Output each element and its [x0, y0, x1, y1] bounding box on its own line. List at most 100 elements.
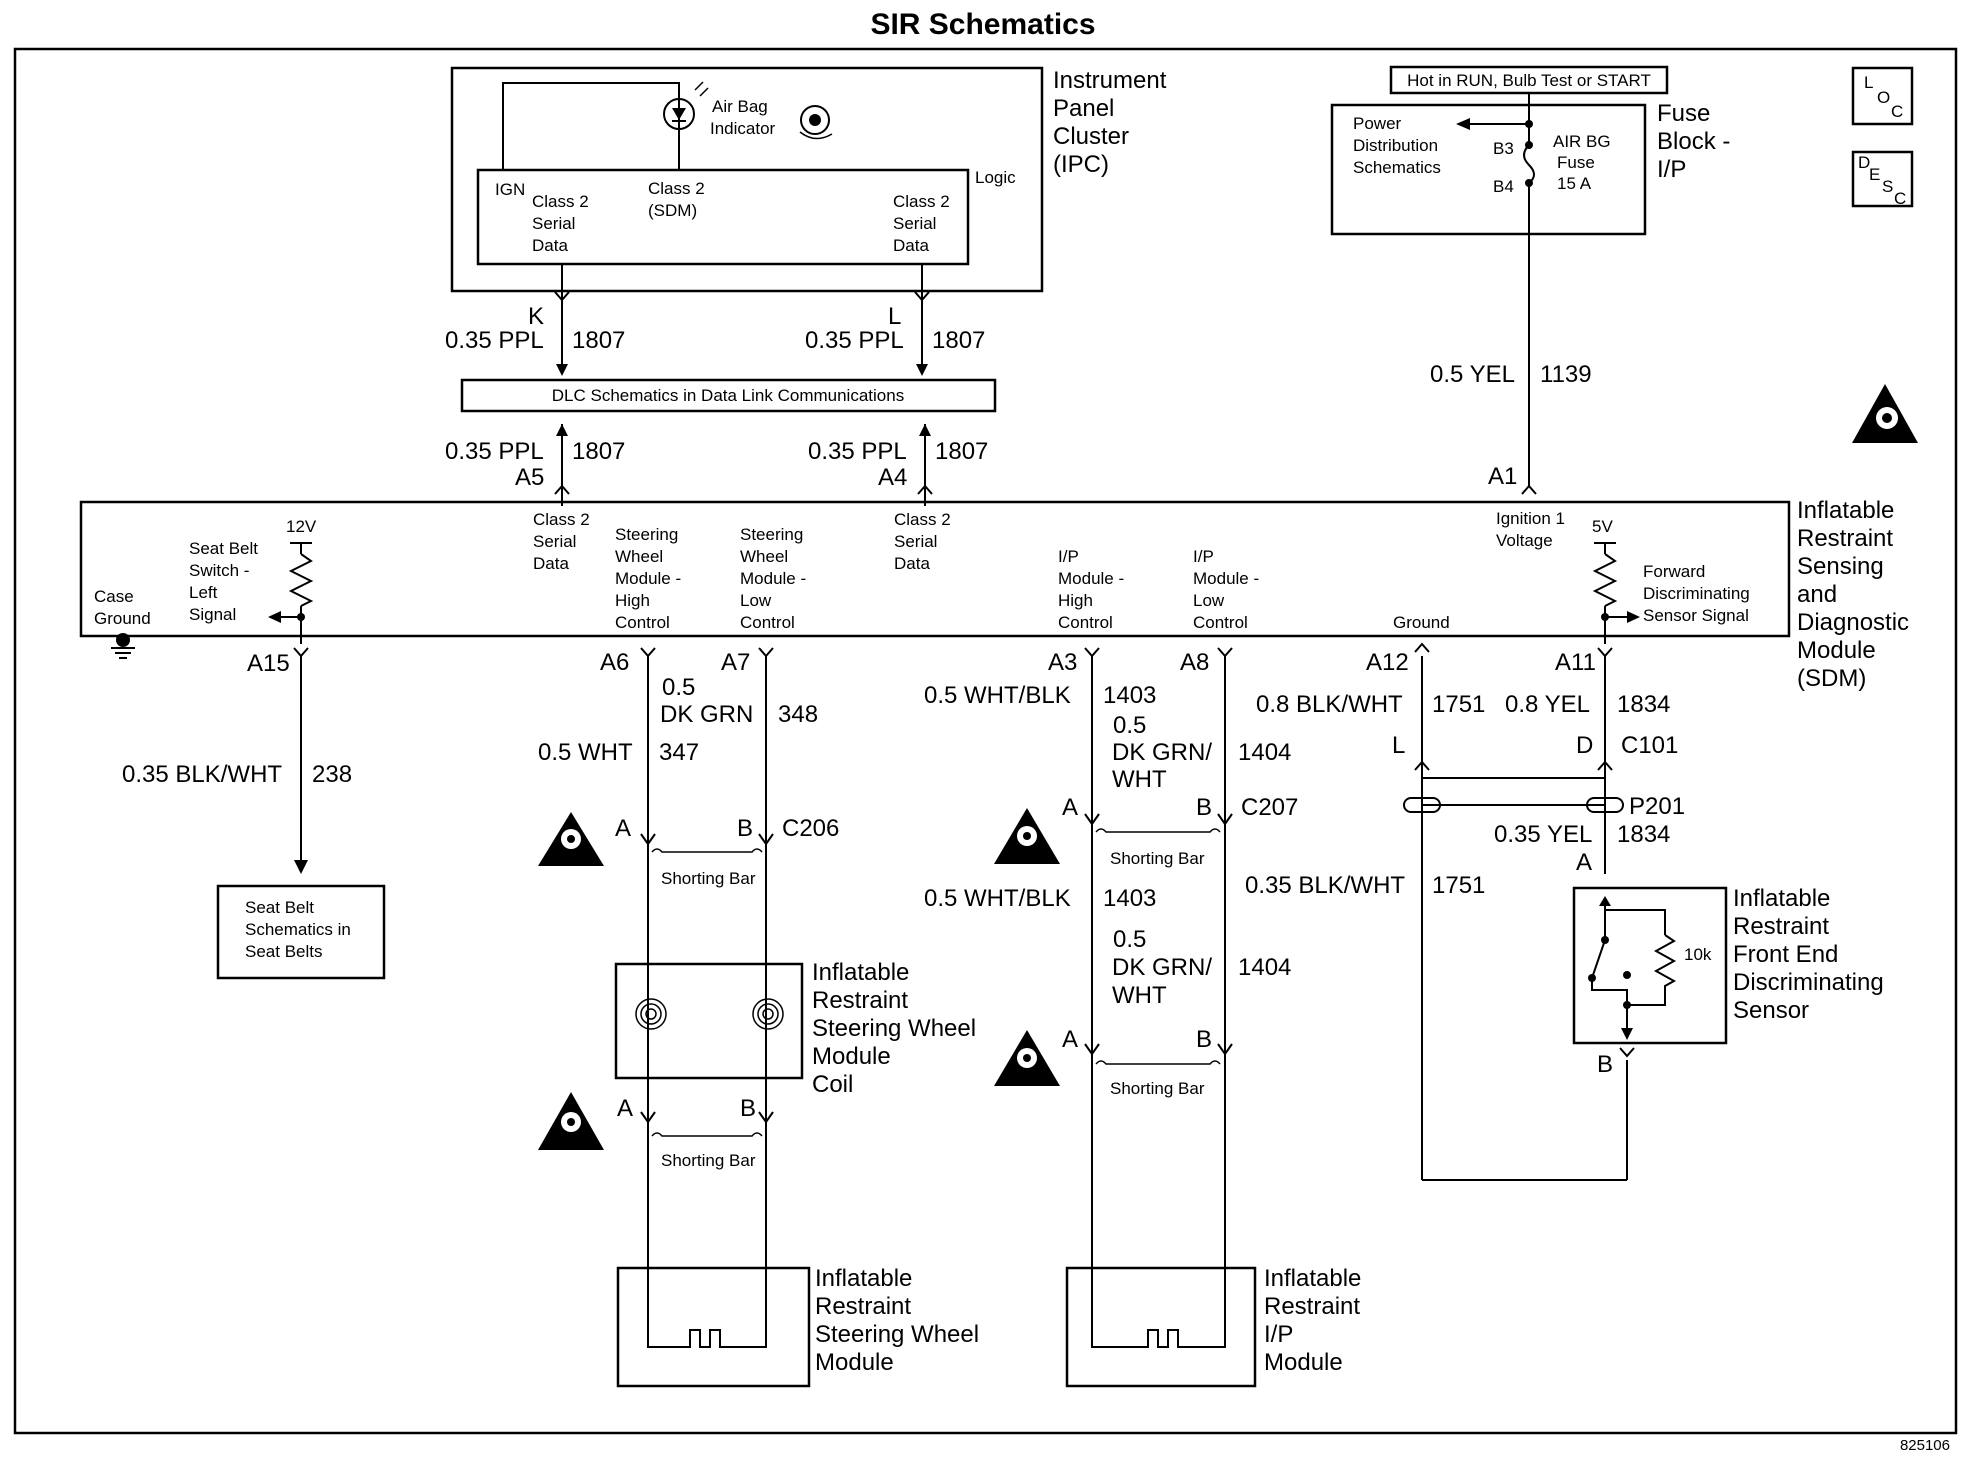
loc-icon: L O C: [1851, 66, 1914, 126]
svg-text:Instrument: Instrument: [1053, 67, 1167, 94]
svg-text:Block -: Block -: [1657, 128, 1730, 155]
svg-text:0.35 YEL: 0.35 YEL: [1494, 821, 1592, 848]
svg-text:347: 347: [659, 739, 699, 766]
svg-text:WHT: WHT: [1112, 766, 1167, 793]
svg-text:Fuse: Fuse: [1557, 153, 1595, 172]
svg-text:Data: Data: [533, 554, 569, 573]
svg-text:1807: 1807: [572, 438, 625, 465]
svg-text:Data: Data: [893, 236, 929, 255]
svg-text:0.5: 0.5: [1113, 712, 1146, 739]
svg-text:Signal: Signal: [189, 605, 236, 624]
svg-text:Class 2: Class 2: [532, 192, 589, 211]
svg-text:0.5: 0.5: [662, 674, 695, 701]
svg-text:Inflatable: Inflatable: [1264, 1265, 1361, 1292]
svg-text:Logic: Logic: [975, 168, 1016, 187]
svg-text:A15: A15: [247, 650, 290, 677]
svg-text:D: D: [1858, 153, 1870, 172]
svg-text:B: B: [740, 1095, 756, 1122]
svg-text:Data: Data: [532, 236, 568, 255]
svg-text:Steering: Steering: [615, 525, 678, 544]
svg-text:Ground: Ground: [94, 609, 151, 628]
svg-text:Module: Module: [815, 1349, 894, 1376]
svg-text:DK GRN/: DK GRN/: [1112, 739, 1212, 766]
svg-text:P201: P201: [1629, 793, 1685, 820]
svg-text:B3: B3: [1493, 139, 1514, 158]
class2-wires-upper: K 0.35 PPL 1807 L 0.35 PPL 1807: [445, 264, 985, 376]
svg-text:Steering Wheel: Steering Wheel: [815, 1321, 979, 1348]
svg-text:A: A: [1062, 794, 1078, 821]
svg-text:Restraint: Restraint: [1797, 525, 1893, 552]
svg-text:0.5 WHT: 0.5 WHT: [538, 739, 633, 766]
svg-text:E: E: [1869, 165, 1880, 184]
svg-text:L: L: [888, 303, 901, 330]
svg-text:B: B: [1196, 794, 1212, 821]
svg-text:Seat Belt: Seat Belt: [245, 898, 314, 917]
svg-text:D: D: [1576, 732, 1593, 759]
class2-wires-lower: 0.35 PPL 1807 A5 0.35 PPL 1807 A4: [445, 424, 988, 506]
svg-text:Voltage: Voltage: [1496, 531, 1553, 550]
warning-icon: [994, 1030, 1060, 1086]
steering-wheel-circuit: 0.5 DK GRN 348 0.5 WHT 347 A B C206 Shor…: [538, 656, 979, 1388]
svg-text:1403: 1403: [1103, 885, 1156, 912]
svg-text:O: O: [1877, 88, 1890, 107]
svg-text:DK GRN/: DK GRN/: [1112, 954, 1212, 981]
svg-text:A8: A8: [1180, 649, 1209, 676]
svg-text:Cluster: Cluster: [1053, 123, 1129, 150]
svg-text:C: C: [1891, 102, 1903, 121]
svg-text:Class 2: Class 2: [648, 179, 705, 198]
svg-text:Case: Case: [94, 587, 134, 606]
warning-icon: [538, 1092, 604, 1150]
svg-text:1834: 1834: [1617, 821, 1670, 848]
svg-text:(IPC): (IPC): [1053, 151, 1109, 178]
fuse-block: Hot in RUN, Bulb Test or START Power Dis…: [1330, 65, 1730, 495]
svg-text:Class 2: Class 2: [894, 510, 951, 529]
svg-text:1751: 1751: [1432, 872, 1485, 899]
svg-text:5V: 5V: [1592, 517, 1613, 536]
svg-text:and: and: [1797, 581, 1837, 608]
svg-text:S: S: [1882, 177, 1893, 196]
svg-text:Module: Module: [1264, 1349, 1343, 1376]
svg-text:238: 238: [312, 761, 352, 788]
svg-text:Control: Control: [1193, 613, 1248, 632]
svg-text:Module -: Module -: [1193, 569, 1259, 588]
svg-text:B: B: [737, 815, 753, 842]
svg-text:Front End: Front End: [1733, 941, 1838, 968]
svg-text:Module -: Module -: [1058, 569, 1124, 588]
svg-text:Ignition 1: Ignition 1: [1496, 509, 1565, 528]
svg-text:Class 2: Class 2: [893, 192, 950, 211]
svg-text:1751: 1751: [1432, 691, 1485, 718]
svg-text:Seat Belts: Seat Belts: [245, 942, 323, 961]
warning-icon: [994, 808, 1060, 864]
svg-text:A6: A6: [600, 649, 629, 676]
svg-text:Wheel: Wheel: [615, 547, 663, 566]
svg-text:Schematics: Schematics: [1353, 158, 1441, 177]
svg-text:Restraint: Restraint: [815, 1293, 911, 1320]
svg-text:I/P: I/P: [1657, 156, 1686, 183]
svg-text:A: A: [617, 1095, 633, 1122]
svg-text:I/P: I/P: [1058, 547, 1079, 566]
svg-text:1834: 1834: [1617, 691, 1670, 718]
svg-text:Seat Belt: Seat Belt: [189, 539, 258, 558]
svg-text:A: A: [1576, 849, 1592, 876]
svg-text:0.35 BLK/WHT: 0.35 BLK/WHT: [122, 761, 282, 788]
svg-text:0.5 WHT/BLK: 0.5 WHT/BLK: [924, 885, 1071, 912]
svg-text:Serial: Serial: [533, 532, 576, 551]
svg-text:(SDM): (SDM): [648, 201, 697, 220]
svg-text:1807: 1807: [935, 438, 988, 465]
svg-text:Module -: Module -: [740, 569, 806, 588]
svg-text:1404: 1404: [1238, 739, 1291, 766]
svg-text:C101: C101: [1621, 732, 1678, 759]
svg-text:L: L: [1392, 732, 1405, 759]
svg-text:DLC Schematics in Data Link Co: DLC Schematics in Data Link Communicatio…: [552, 386, 904, 405]
svg-text:B: B: [1597, 1051, 1613, 1078]
svg-text:WHT: WHT: [1112, 982, 1167, 1009]
schematic-frame: [13, 47, 1958, 1435]
ground-icon: [111, 633, 135, 659]
ipc-module: Instrument Panel Cluster (IPC) Air Bag I…: [450, 66, 1167, 293]
svg-text:Panel: Panel: [1053, 95, 1114, 122]
svg-text:Control: Control: [615, 613, 670, 632]
svg-text:A7: A7: [721, 649, 750, 676]
svg-text:Forward: Forward: [1643, 562, 1705, 581]
svg-text:K: K: [528, 303, 544, 330]
